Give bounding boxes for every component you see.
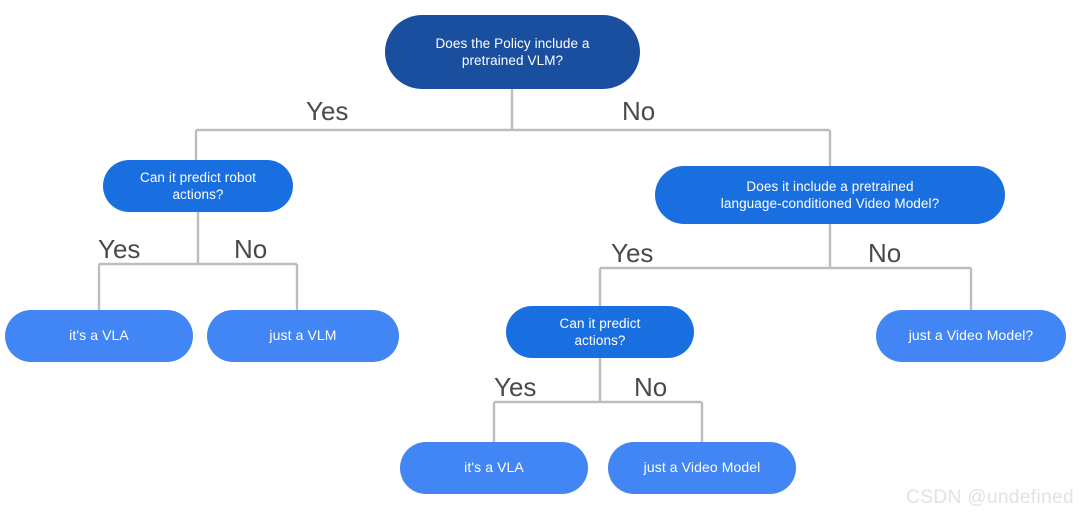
- node-leaf-just-a-video-model-question[interactable]: just a Video Model?: [876, 310, 1066, 362]
- node-leaf-its-a-vla-bottom[interactable]: it's a VLA: [400, 442, 588, 494]
- edge-label-video-no: No: [868, 238, 902, 268]
- node-leaf-just-a-vlm[interactable]: just a VLM: [207, 310, 399, 362]
- node-root-question[interactable]: Does the Policy include a pretrained VLM…: [385, 15, 640, 89]
- edge-label-robot-no: No: [234, 234, 268, 264]
- edge-label-robot-yes: Yes: [98, 234, 141, 264]
- edge-label-actions-yes: Yes: [494, 372, 537, 402]
- edge-label-root-yes: Yes: [306, 96, 349, 126]
- node-can-predict-actions[interactable]: Can it predict actions?: [506, 306, 694, 358]
- node-includes-pretrained-video-model[interactable]: Does it include a pretrained language-co…: [655, 166, 1005, 224]
- edge-label-root-no: No: [622, 96, 656, 126]
- edge-label-actions-no: No: [634, 372, 668, 402]
- edge-label-video-yes: Yes: [611, 238, 654, 268]
- csdn-watermark: CSDN @undefined: [906, 487, 1074, 508]
- node-can-predict-robot-actions[interactable]: Can it predict robot actions?: [103, 160, 293, 212]
- node-leaf-its-a-vla-left[interactable]: it's a VLA: [5, 310, 193, 362]
- node-leaf-just-a-video-model[interactable]: just a Video Model: [608, 442, 796, 494]
